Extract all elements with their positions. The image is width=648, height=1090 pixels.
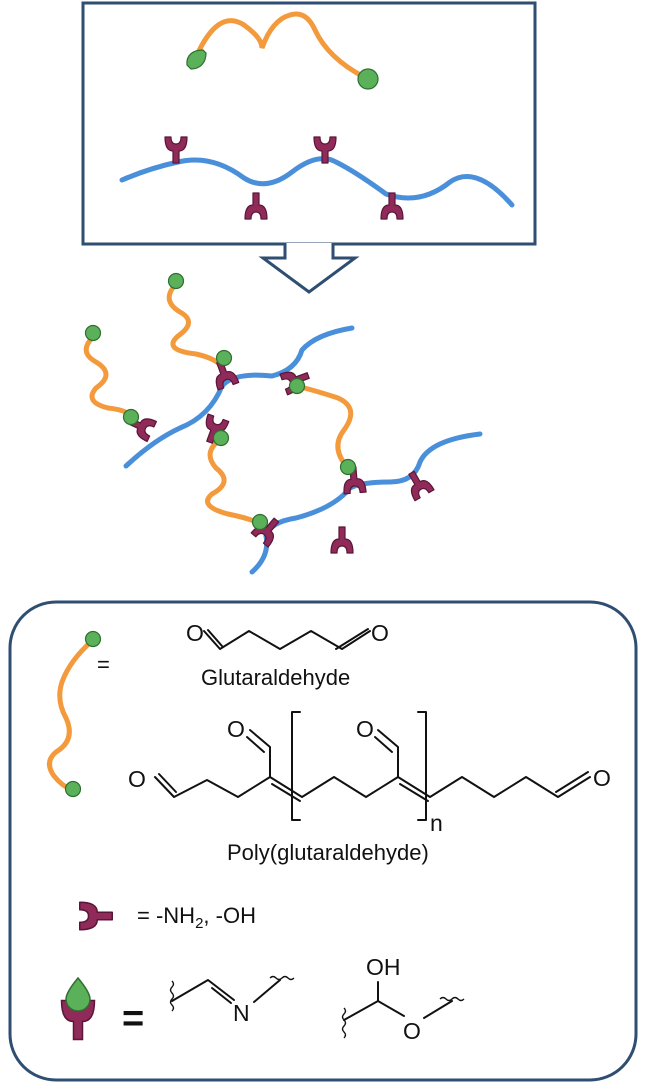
hemiacetal-o: O: [403, 1018, 421, 1044]
aldehyde-end-icon: [122, 408, 140, 426]
crosslinker-strand: [294, 383, 354, 471]
legend-frame: [8, 600, 638, 1082]
polyglutaraldehyde-label: Poly(glutaraldehyde): [227, 840, 429, 865]
aldehyde-end-icon: [357, 68, 379, 90]
crosslinker-strand: [47, 637, 96, 793]
polymer-strand: [119, 156, 515, 208]
hemiacetal-squiggle-left: [341, 1007, 347, 1039]
aldehyde-end-icon: [212, 429, 230, 447]
glutaraldehyde-o-left: O: [186, 620, 204, 646]
imine-squiggle-right: [269, 975, 295, 981]
aldehyde-end-icon: [186, 49, 207, 70]
repeat-bracket-left: [291, 711, 301, 821]
hemiacetal-oh: OH: [366, 954, 401, 980]
reactants-panel: [81, 1, 537, 246]
polymer-strand: [249, 431, 483, 575]
polyglutaraldehyde-pendant-1: [249, 729, 271, 778]
polymer-strand: [123, 325, 355, 469]
repeat-bracket-right: [417, 711, 427, 821]
polyglutaraldehyde-o-top1: O: [227, 716, 245, 742]
polyglutaraldehyde-pendant-2: [377, 729, 399, 778]
hemiacetal-o-bond: [377, 1000, 405, 1017]
functional-group-icon: [401, 466, 435, 502]
crosslinker-strand: [193, 11, 367, 80]
bonds-equals: =: [122, 998, 144, 1040]
alkene-bond: [399, 783, 429, 802]
imine-double-bond: [211, 987, 232, 1004]
alkene-bond: [271, 783, 301, 802]
polyglutaraldehyde-o-right: O: [593, 765, 611, 791]
aldehyde-end-icon: [251, 513, 269, 531]
hemiacetal-squiggle-right: [439, 996, 465, 1002]
crosslinker-strand: [166, 280, 225, 369]
bonded-group-icon: [60, 976, 96, 1041]
aldehyde-end-icon: [84, 630, 102, 648]
carbonyl-bond: [246, 736, 265, 753]
crosslinker-equals: =: [97, 652, 110, 677]
carbonyl-bond: [555, 771, 589, 793]
aldehyde-end-icon: [288, 377, 306, 395]
glutaraldehyde-skeleton: [203, 630, 371, 650]
aldehyde-end-icon: [84, 324, 102, 342]
polyglutaraldehyde-chain-left: [154, 776, 271, 798]
aldehyde-end-icon: [339, 458, 357, 476]
groups-text: = -NH2, -OH: [137, 903, 256, 932]
polyglutaraldehyde-o-top2: O: [356, 716, 374, 742]
carbonyl-bond: [374, 736, 393, 753]
polyglutaraldehyde-chain-right: [397, 776, 591, 798]
crosslinked-network: [83, 272, 483, 575]
functional-group-icon: [330, 526, 354, 554]
glutaraldehyde-label: Glutaraldehyde: [201, 665, 350, 690]
reactants-frame: [81, 1, 537, 246]
reaction-arrow: [258, 243, 360, 294]
aldehyde-end-icon: [64, 780, 82, 798]
polyglutaraldehyde-o-left: O: [128, 766, 146, 792]
carbonyl-bond: [335, 628, 369, 650]
repeat-count: n: [430, 810, 443, 836]
legend-panel: = O O Glutaraldehyde O O O O n Poly(glut…: [8, 600, 638, 1082]
crosslinker-strand: [83, 334, 135, 419]
imine-bonds: [171, 979, 235, 1002]
crosslinker-strand: [205, 436, 265, 527]
carbonyl-bond: [207, 629, 223, 647]
imine-n: N: [233, 1000, 250, 1026]
carbonyl-bond: [158, 773, 177, 793]
imine-n-bond: [253, 979, 281, 1003]
aldehyde-end-icon: [215, 349, 233, 367]
aldehyde-end-icon: [167, 272, 185, 290]
hemiacetal-o-bond-2: [423, 1000, 453, 1019]
glutaraldehyde-o-right: O: [371, 620, 389, 646]
imine-squiggle-left: [169, 980, 175, 1012]
